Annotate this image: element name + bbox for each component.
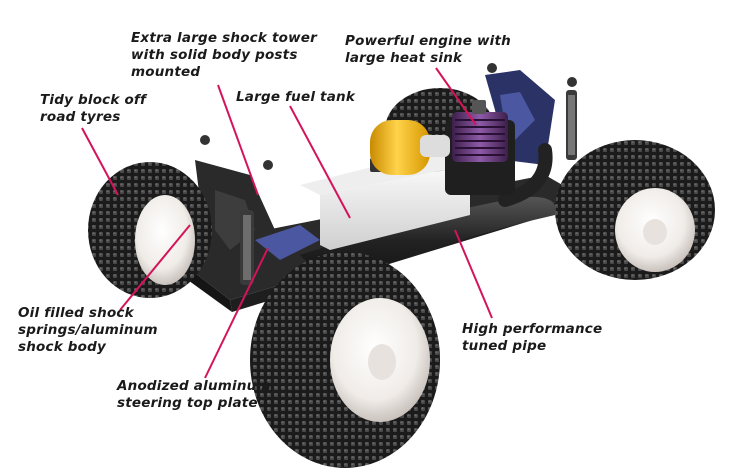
leader-shock-tower — [217, 84, 259, 196]
front-right-wheel — [88, 162, 212, 298]
leader-steering-plate — [204, 247, 269, 379]
callout-tyres: Tidy block off road tyres — [40, 92, 147, 125]
leader-engine — [435, 67, 477, 126]
engine — [445, 100, 515, 195]
callout-steering-plate: Anodized aluminum steering top plate — [117, 378, 271, 411]
air-filter — [370, 120, 450, 175]
callout-engine: Powerful engine with large heat sink — [345, 33, 511, 66]
callout-fuel-tank: Large fuel tank — [236, 89, 356, 105]
callout-shock-body: Oil filled shock springs/aluminum shock … — [18, 305, 158, 355]
callout-tuned-pipe: High performance tuned pipe — [462, 321, 603, 354]
leader-shock-body — [119, 224, 191, 311]
leader-tyres — [81, 127, 119, 196]
callout-shock-tower: Extra large shock tower with solid body … — [131, 30, 317, 80]
leader-fuel-tank — [289, 105, 351, 219]
front-left-wheel — [250, 252, 440, 468]
leader-tuned-pipe — [454, 229, 493, 319]
rear-left-wheel — [555, 140, 715, 280]
